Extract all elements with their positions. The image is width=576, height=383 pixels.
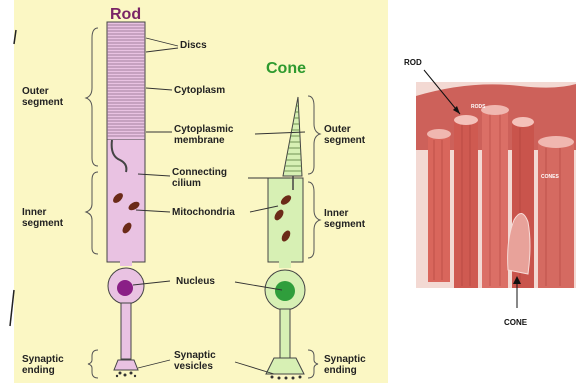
cone-title: Cone xyxy=(266,60,306,78)
right-brace-inner xyxy=(308,182,320,258)
micrograph xyxy=(416,70,576,308)
rod-inner-segment-label: Inner segment xyxy=(22,207,63,229)
photo-rod xyxy=(428,132,450,282)
rod-synaptic-vesicles xyxy=(116,372,136,378)
synaptic-vesicles-label: Synaptic vesicles xyxy=(174,350,216,372)
cone-cell xyxy=(265,97,305,380)
mitochondria-label: Mitochondria xyxy=(172,207,235,218)
cytoplasmic-membrane-label: Cytoplasmic membrane xyxy=(174,124,233,146)
photo-rod xyxy=(482,108,508,288)
photo-rod xyxy=(538,140,574,288)
cone-outer-segment-label: Outer segment xyxy=(324,124,365,146)
connecting-cilium-label: Connecting cilium xyxy=(172,167,227,189)
rod-nucleus xyxy=(117,280,133,296)
rod-synaptic-ending-label: Synaptic ending xyxy=(22,354,64,376)
micrograph-inset-rods-label: RODS xyxy=(471,104,485,110)
discs-label: Discs xyxy=(180,40,207,51)
rod-outer-segment-label: Outer segment xyxy=(22,86,63,108)
rod-title: Rod xyxy=(110,6,141,24)
right-brace-synaptic xyxy=(308,350,318,378)
rod-axon xyxy=(121,303,131,359)
rod-cell xyxy=(107,22,145,377)
left-brace-inner xyxy=(86,172,98,254)
right-brace-outer xyxy=(308,96,320,174)
nucleus-label: Nucleus xyxy=(176,276,215,287)
cytoplasm-label: Cytoplasm xyxy=(174,85,225,96)
micrograph-rod-label: ROD xyxy=(404,58,422,67)
edge-mark-bottom xyxy=(10,290,14,326)
left-brace-synaptic xyxy=(88,350,98,378)
cone-nucleus xyxy=(275,281,295,301)
edge-mark-top xyxy=(14,30,16,44)
cone-axon xyxy=(280,309,290,359)
rod-synaptic-ending xyxy=(114,360,138,370)
photo-rod xyxy=(454,118,478,288)
cone-inner-segment xyxy=(268,178,303,262)
cone-synaptic-vesicles xyxy=(271,376,302,380)
rod-inner-segment xyxy=(107,140,145,262)
cone-synaptic-ending-label: Synaptic ending xyxy=(324,354,366,376)
micrograph-inset-cones-label: CONES xyxy=(541,174,559,180)
left-brace-outer xyxy=(86,28,98,166)
cone-synaptic-ending xyxy=(266,358,304,374)
micrograph-cone-label: CONE xyxy=(504,318,527,327)
cone-inner-segment-label: Inner segment xyxy=(324,208,365,230)
cone-outer-segment xyxy=(283,97,302,176)
